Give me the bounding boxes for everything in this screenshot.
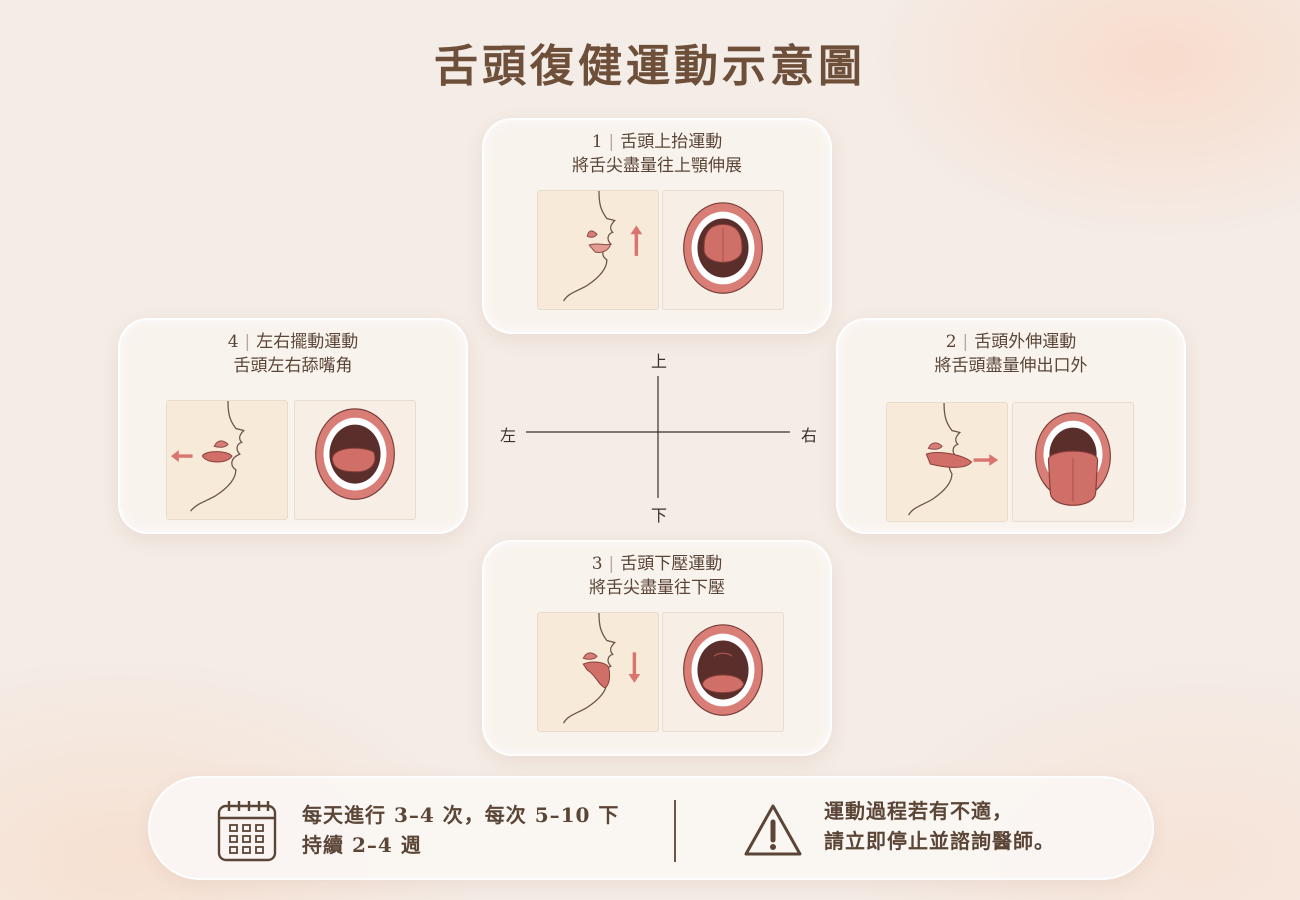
- card-name: 舌頭下壓運動: [620, 554, 723, 574]
- compass-label-left: 左: [500, 426, 517, 445]
- up-arrow-icon: [630, 225, 643, 256]
- warning-line-1: 運動過程若有不適，: [824, 799, 1013, 823]
- divider: [674, 800, 676, 862]
- exercise-card-tongue-out: 2|舌頭外伸運動 將舌頭盡量伸出口外: [836, 318, 1186, 534]
- card-separator: |: [608, 132, 615, 152]
- info-bar: 每天進行 3–4 次，每次 5–10 下 持續 2–4 週 運動過程若有不適， …: [148, 776, 1154, 880]
- side-profile-illustration: [537, 190, 659, 310]
- card-number: 1: [591, 132, 603, 152]
- open-mouth-illustration: [294, 400, 416, 520]
- compass-label-right: 右: [801, 426, 818, 445]
- schedule-line-2: 持續 2–4 週: [302, 833, 422, 857]
- side-profile-illustration: [166, 400, 288, 520]
- side-profile-illustration: [537, 612, 659, 732]
- card-separator: |: [244, 332, 251, 352]
- exercise-card-tongue-up: 1|舌頭上抬運動 將舌尖盡量往上顎伸展: [482, 118, 832, 334]
- card-name: 舌頭外伸運動: [974, 332, 1077, 352]
- card-header: 2|舌頭外伸運動 將舌頭盡量伸出口外: [838, 330, 1184, 378]
- card-separator: |: [962, 332, 969, 352]
- card-separator: |: [608, 554, 615, 574]
- card-header: 1|舌頭上抬運動 將舌尖盡量往上顎伸展: [484, 130, 830, 178]
- page-title: 舌頭復健運動示意圖: [434, 41, 866, 92]
- right-arrow-icon: [973, 454, 999, 466]
- left-arrow-icon: [170, 450, 193, 462]
- card-number: 3: [591, 554, 603, 574]
- exercise-card-tongue-down: 3|舌頭下壓運動 將舌尖盡量往下壓: [482, 540, 832, 756]
- open-mouth-illustration: [662, 190, 784, 310]
- card-name: 左右擺動運動: [256, 332, 359, 352]
- schedule-line-1: 每天進行 3–4 次，每次 5–10 下: [302, 803, 620, 827]
- calendar-icon: [217, 801, 277, 862]
- card-description: 舌頭左右舔嘴角: [233, 356, 353, 376]
- schedule-text: 每天進行 3–4 次，每次 5–10 下 持續 2–4 週: [302, 800, 662, 860]
- direction-compass: 上 下 左 右: [490, 340, 830, 530]
- card-description: 將舌頭盡量伸出口外: [934, 356, 1088, 376]
- card-header: 4|左右擺動運動 舌頭左右舔嘴角: [120, 330, 466, 378]
- compass-label-down: 下: [651, 506, 668, 525]
- open-mouth-illustration: [662, 612, 784, 732]
- card-number: 4: [227, 332, 239, 352]
- warning-triangle-icon: [744, 804, 802, 856]
- warning-line-2: 請立即停止並諮詢醫師。: [824, 829, 1055, 853]
- open-mouth-illustration: [1012, 402, 1134, 522]
- card-description: 將舌尖盡量往下壓: [589, 578, 725, 598]
- exercise-card-side-to-side: 4|左右擺動運動 舌頭左右舔嘴角: [118, 318, 468, 534]
- card-header: 3|舌頭下壓運動 將舌尖盡量往下壓: [484, 552, 830, 600]
- card-description: 將舌尖盡量往上顎伸展: [572, 156, 742, 176]
- card-name: 舌頭上抬運動: [620, 132, 723, 152]
- compass-label-up: 上: [651, 352, 668, 371]
- down-arrow-icon: [628, 652, 641, 683]
- side-profile-illustration: [886, 402, 1008, 522]
- warning-text: 運動過程若有不適， 請立即停止並諮詢醫師。: [824, 796, 1124, 856]
- card-number: 2: [945, 332, 957, 352]
